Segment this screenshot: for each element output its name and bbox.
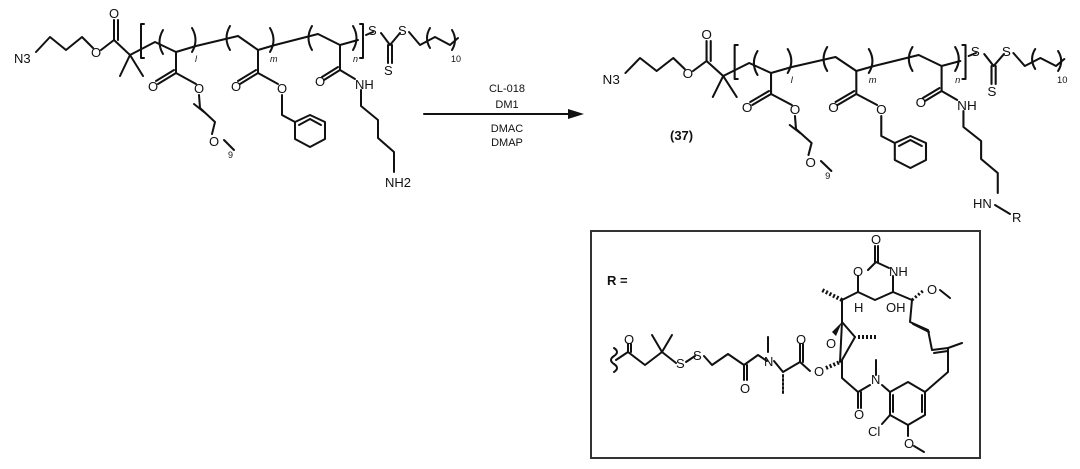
s-label: S — [398, 23, 407, 38]
methoxy-o-label: O — [904, 436, 914, 451]
h-label: H — [854, 300, 863, 315]
nh-label: NH — [889, 264, 908, 279]
reaction-arrow — [423, 109, 584, 119]
l-subscript: l — [791, 75, 794, 85]
o-label: O — [876, 102, 887, 117]
r-group-atom-labels: O S S O N O O O O O NH H OH O O N Cl O — [624, 232, 937, 451]
alkyl-subscript: 10 — [1057, 75, 1067, 85]
reagent-cl018: CL-018 — [489, 83, 525, 95]
ring-o-label: O — [853, 264, 863, 279]
o-label: O — [231, 79, 241, 94]
o-label: O — [790, 102, 801, 117]
m-subscript: m — [270, 54, 278, 64]
carbonyl-o: O — [109, 6, 119, 21]
r-group-title: R = — [607, 273, 628, 288]
product-hn-label: HN — [973, 196, 992, 211]
o-label: O — [916, 95, 927, 110]
ester-o: O — [91, 45, 101, 60]
methoxy-o-label: O — [927, 282, 937, 297]
o-label: O — [209, 134, 219, 149]
o-label: O — [194, 81, 204, 96]
o-label: O — [683, 66, 694, 81]
catalyst-dmap: DMAP — [491, 137, 523, 149]
o-label: O — [742, 100, 753, 115]
dm1-linker-structure — [610, 245, 963, 453]
o-label: O — [871, 232, 881, 247]
o-label: O — [740, 381, 750, 396]
r-group-box — [590, 230, 981, 459]
o-label: O — [701, 27, 712, 42]
o-label: O — [814, 364, 824, 379]
o-label: O — [277, 81, 287, 96]
azide-label: N3 — [603, 72, 620, 87]
n-label: N — [871, 372, 880, 387]
o-label: O — [315, 74, 325, 89]
s-label: S — [693, 348, 702, 363]
epoxide-o-label: O — [826, 336, 836, 351]
l-subscript: l — [195, 54, 198, 64]
azide-label: N3 — [14, 51, 31, 66]
o-label: O — [805, 155, 816, 170]
s-label: S — [971, 44, 980, 59]
o-label: O — [854, 407, 864, 422]
reactant-polymer: N3 O O O O O 9 O O O NH l m n S S S 10 — [14, 6, 461, 173]
s-label: S — [1002, 44, 1011, 59]
alkyl-subscript: 10 — [451, 54, 461, 64]
n-label: N — [764, 354, 773, 369]
s-label: S — [676, 356, 685, 371]
m-subscript: m — [869, 75, 877, 85]
peg-subscript: 9 — [825, 171, 830, 181]
o-label: O — [148, 79, 158, 94]
o-label: O — [828, 100, 839, 115]
s-label: S — [384, 63, 393, 78]
compound-number: (37) — [670, 128, 693, 143]
oh-label: OH — [886, 300, 906, 315]
o-label: O — [796, 332, 806, 347]
product-polymer: N3 O O O O O 9 O O O NH l m n S S S 10 — [603, 27, 1067, 195]
reagent-dm1: DM1 — [495, 99, 518, 111]
n-subscript: n — [353, 54, 358, 64]
peg-subscript: 9 — [228, 150, 233, 160]
product-r-label: R — [1012, 210, 1021, 225]
nh-label: NH — [957, 98, 977, 113]
s-label: S — [987, 84, 996, 99]
terminal-amine-label: NH2 — [385, 175, 411, 190]
cl-label: Cl — [868, 424, 880, 439]
s-label: S — [368, 23, 377, 38]
solvent-dmac: DMAC — [491, 123, 523, 135]
n-subscript: n — [955, 75, 960, 85]
attachment-wavy-icon — [610, 347, 618, 373]
nh-label: NH — [355, 77, 374, 92]
o-label: O — [624, 332, 634, 347]
